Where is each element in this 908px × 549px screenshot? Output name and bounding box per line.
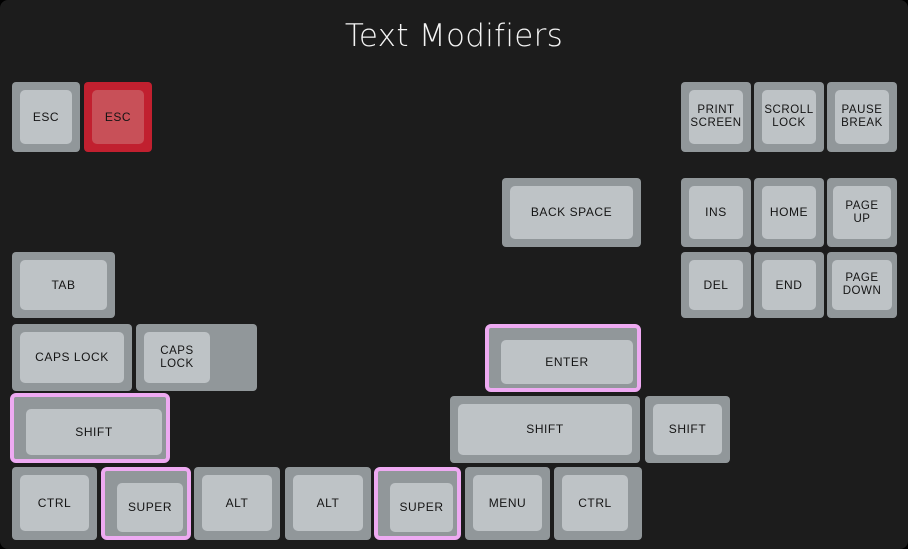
key-tab-label: TAB bbox=[20, 260, 107, 310]
key-esc-gray-label: ESC bbox=[20, 90, 72, 144]
key-alt-left[interactable]: ALT bbox=[194, 467, 280, 540]
key-caps-lock-wide[interactable]: CAPS LOCK bbox=[12, 324, 132, 391]
key-alt-right[interactable]: ALT bbox=[285, 467, 371, 540]
key-super-left-label: SUPER bbox=[117, 483, 183, 532]
key-ctrl-left[interactable]: CTRL bbox=[12, 467, 97, 540]
key-shift-left-label: SHIFT bbox=[26, 409, 162, 455]
key-enter[interactable]: ENTER bbox=[485, 324, 641, 392]
key-esc-red-label: ESC bbox=[92, 90, 144, 144]
key-enter-label: ENTER bbox=[501, 340, 633, 384]
key-print-screen-label: PRINT SCREEN bbox=[689, 90, 743, 144]
key-caps-lock-offset-label: CAPS LOCK bbox=[144, 332, 210, 383]
key-tab[interactable]: TAB bbox=[12, 252, 115, 318]
key-home[interactable]: HOME bbox=[754, 178, 824, 247]
key-menu[interactable]: MENU bbox=[465, 467, 550, 540]
key-caps-lock-offset[interactable]: CAPS LOCK bbox=[136, 324, 257, 391]
key-caps-lock-wide-label: CAPS LOCK bbox=[20, 332, 124, 383]
key-shift-right-wide[interactable]: SHIFT bbox=[450, 396, 640, 463]
key-ctrl-right-label: CTRL bbox=[562, 475, 628, 531]
key-shift-right-label: SHIFT bbox=[653, 404, 722, 455]
key-back-space[interactable]: BACK SPACE bbox=[502, 178, 641, 247]
key-print-screen[interactable]: PRINT SCREEN bbox=[681, 82, 751, 152]
key-shift-right[interactable]: SHIFT bbox=[645, 396, 730, 463]
key-alt-right-label: ALT bbox=[293, 475, 363, 531]
key-scroll-lock[interactable]: SCROLL LOCK bbox=[754, 82, 824, 152]
key-esc-gray[interactable]: ESC bbox=[12, 82, 80, 152]
key-page-up-label: PAGE UP bbox=[833, 186, 891, 239]
key-shift-right-wide-label: SHIFT bbox=[458, 404, 632, 455]
key-del[interactable]: DEL bbox=[681, 252, 751, 318]
key-pause-break[interactable]: PAUSE BREAK bbox=[827, 82, 897, 152]
key-end[interactable]: END bbox=[754, 252, 824, 318]
key-ins-label: INS bbox=[689, 186, 743, 239]
key-shift-left[interactable]: SHIFT bbox=[10, 393, 170, 463]
key-esc-red[interactable]: ESC bbox=[84, 82, 152, 152]
key-scroll-lock-label: SCROLL LOCK bbox=[762, 90, 816, 144]
key-home-label: HOME bbox=[762, 186, 816, 239]
key-alt-left-label: ALT bbox=[202, 475, 272, 531]
key-del-label: DEL bbox=[689, 260, 743, 310]
key-ctrl-right[interactable]: CTRL bbox=[554, 467, 642, 540]
key-end-label: END bbox=[762, 260, 816, 310]
key-back-space-label: BACK SPACE bbox=[510, 186, 633, 239]
key-ins[interactable]: INS bbox=[681, 178, 751, 247]
key-page-down-label: PAGE DOWN bbox=[832, 260, 892, 310]
key-menu-label: MENU bbox=[473, 475, 542, 531]
key-page-down[interactable]: PAGE DOWN bbox=[827, 252, 897, 318]
key-super-left[interactable]: SUPER bbox=[101, 467, 191, 540]
key-super-right-label: SUPER bbox=[390, 483, 453, 532]
key-ctrl-left-label: CTRL bbox=[20, 475, 89, 531]
key-page-up[interactable]: PAGE UP bbox=[827, 178, 897, 247]
key-pause-break-label: PAUSE BREAK bbox=[835, 90, 889, 144]
key-super-right[interactable]: SUPER bbox=[374, 467, 461, 540]
page-title: Text Modifiers bbox=[344, 18, 564, 54]
